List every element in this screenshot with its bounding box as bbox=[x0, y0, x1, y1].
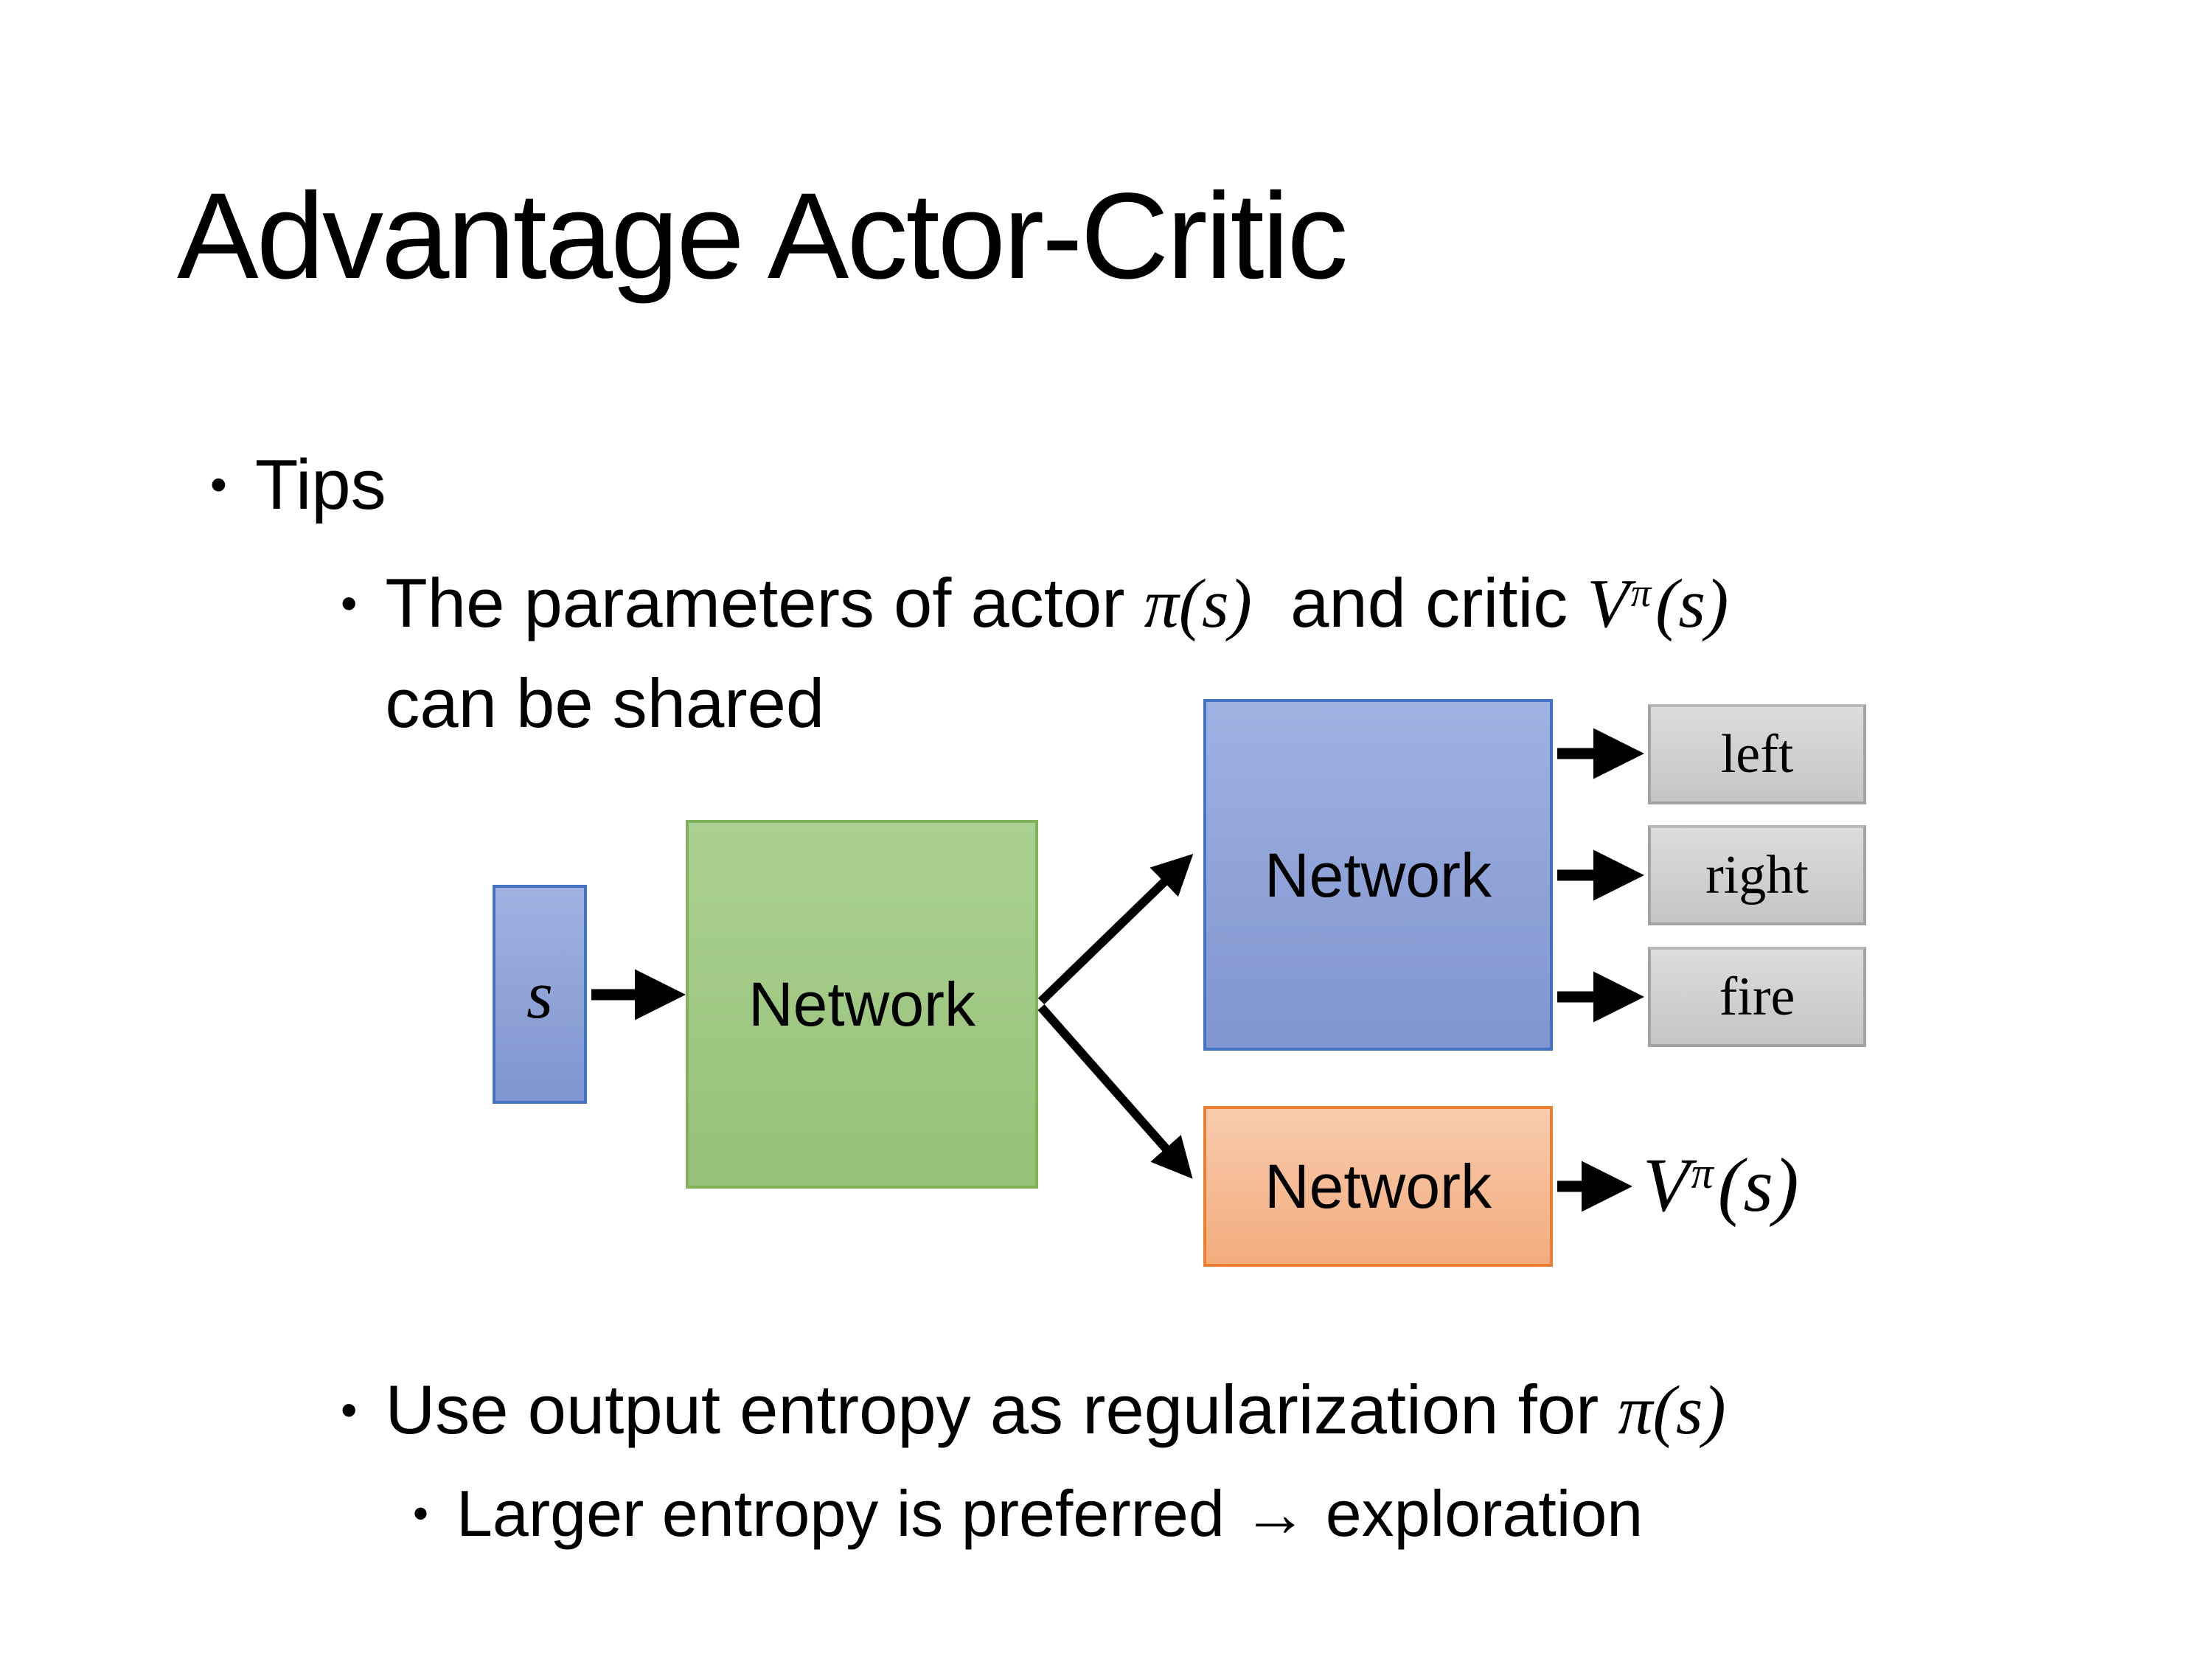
bullet-dot-icon: • bbox=[341, 577, 358, 630]
arrow-shared-to-critic bbox=[1037, 1004, 1193, 1179]
shared-network-label: Network bbox=[748, 970, 976, 1039]
action-fire-box: fire bbox=[1648, 947, 1866, 1047]
slide-title: Advantage Actor-Critic bbox=[177, 168, 1348, 305]
state-box: s bbox=[493, 885, 587, 1104]
actor-network-label: Network bbox=[1264, 840, 1492, 910]
action-left-label: left bbox=[1720, 724, 1794, 785]
shared-parameters-line1: The parameters of actor π(s) and critic … bbox=[385, 562, 1728, 646]
entropy-regularization-line: Use output entropy as regularization for… bbox=[385, 1368, 1725, 1453]
bullet-tips: • Tips bbox=[210, 442, 386, 527]
tips-label: Tips bbox=[254, 445, 386, 524]
policy-math: π(s) bbox=[1618, 1372, 1726, 1449]
action-right-label: right bbox=[1705, 845, 1809, 905]
critic-network-label: Network bbox=[1264, 1152, 1492, 1221]
larger-entropy-line: Larger entropy is preferred → exploratio… bbox=[456, 1477, 1644, 1550]
bullet-dot-icon: • bbox=[413, 1489, 428, 1538]
action-left-box: left bbox=[1648, 704, 1866, 804]
action-right-box: right bbox=[1648, 825, 1866, 925]
actor-math: π(s) bbox=[1144, 566, 1252, 642]
state-label: s bbox=[526, 956, 553, 1032]
action-fire-label: fire bbox=[1719, 967, 1795, 1027]
arrow-shared-to-actor bbox=[1037, 853, 1194, 1005]
critic-math: Vπ(s) bbox=[1587, 566, 1729, 642]
bullet-dot-icon: • bbox=[341, 1383, 358, 1436]
critic-value-output: Vπ(s) bbox=[1643, 1143, 1799, 1228]
shared-parameters-line2: can be shared bbox=[385, 664, 825, 742]
bullet-entropy-regularization: • Use output entropy as regularization f… bbox=[341, 1368, 1726, 1453]
critic-network-box: Network bbox=[1203, 1106, 1553, 1267]
shared-network-box: Network bbox=[686, 820, 1038, 1189]
text-segment: The parameters of actor bbox=[385, 564, 1144, 641]
bullet-dot-icon: • bbox=[210, 457, 227, 511]
text-segment: and critic bbox=[1251, 564, 1587, 641]
actor-network-box: Network bbox=[1203, 699, 1553, 1051]
bullet-larger-entropy: • Larger entropy is preferred → explorat… bbox=[413, 1475, 1643, 1553]
bullet-shared-parameters: • The parameters of actor π(s) and criti… bbox=[341, 562, 1728, 745]
text-segment: Use output entropy as regularization for bbox=[385, 1371, 1618, 1448]
